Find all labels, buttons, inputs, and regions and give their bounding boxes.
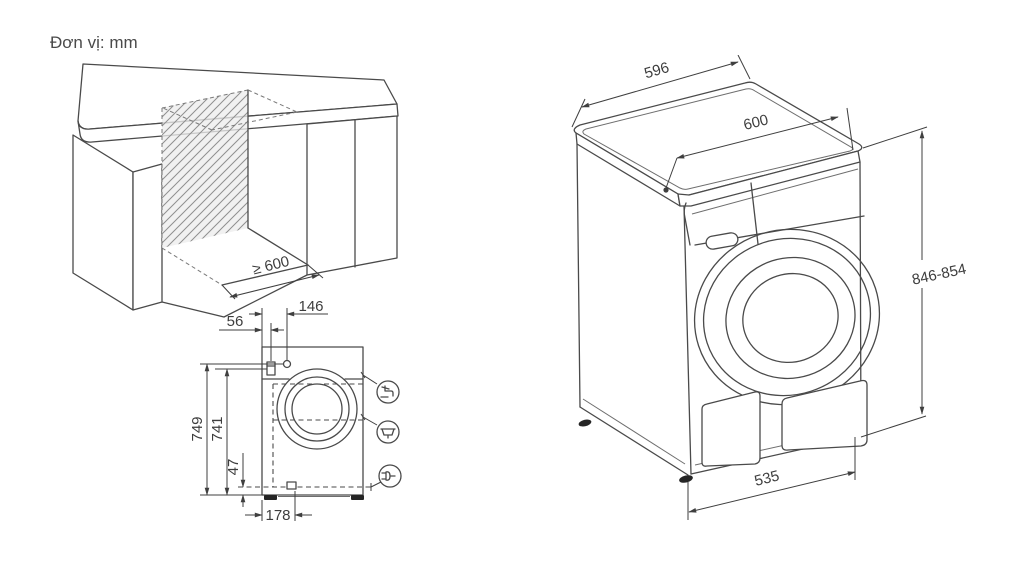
niche-top-outline [162, 89, 298, 131]
machine-top [573, 81, 863, 207]
dim-label-inlet-offset: 146 [298, 298, 323, 315]
left-foot [264, 495, 277, 500]
water-inlet-point [282, 359, 292, 369]
right-cabinet [306, 115, 398, 276]
front-connections-diagram: 146 56 749 741 47 178 [189, 298, 402, 524]
dim-drain-offset: 178 [245, 491, 312, 524]
unit-label: Đơn vị: mm [50, 33, 138, 52]
dim-top-depth: 600 [663, 107, 854, 193]
handle-recess [705, 232, 739, 250]
dim-label-height: 846-854 [910, 261, 967, 289]
water-tap-icon [360, 371, 400, 404]
right-foot [351, 495, 364, 500]
base-panels [701, 379, 868, 467]
drain-outlet-box [286, 481, 297, 490]
dim-valve-offset: 56 [219, 313, 284, 361]
dim-label-drain-offset: 178 [265, 507, 290, 524]
dim-label-inlet-height: 749 [189, 416, 206, 441]
dim-label-width: 596 [642, 59, 671, 82]
dim-label-base-depth: 535 [753, 467, 781, 490]
niche-installation-diagram: ≥ 600 [72, 63, 399, 318]
dim-base-depth: 535 [687, 437, 856, 520]
dim-inlet-offset: 146 [249, 298, 328, 360]
power-plug-icon [370, 464, 402, 491]
machine-body [576, 143, 862, 483]
dim-width: 596 [571, 55, 751, 128]
dim-label-top-depth: 600 [742, 111, 770, 134]
machine-front-outline [261, 346, 364, 500]
dim-label-niche-width: ≥ 600 [251, 253, 291, 279]
dim-height: 846-854 [860, 126, 968, 438]
door [276, 368, 358, 450]
dim-label-box-height: 741 [209, 416, 226, 441]
dim-label-drain-height: 47 [225, 459, 242, 476]
dim-drain-height: 47 [225, 453, 246, 507]
dim-inlet-height: 749 741 [189, 363, 283, 496]
drain-icon [360, 413, 400, 444]
back-left-foot [578, 419, 592, 427]
front-left-foot [679, 475, 693, 483]
door [693, 228, 881, 406]
isometric-dimensions-diagram: 596 600 846-854 535 [571, 55, 968, 520]
dim-label-valve-offset: 56 [227, 313, 244, 330]
niche-hatched-area [161, 89, 249, 248]
left-cabinet [72, 134, 163, 311]
